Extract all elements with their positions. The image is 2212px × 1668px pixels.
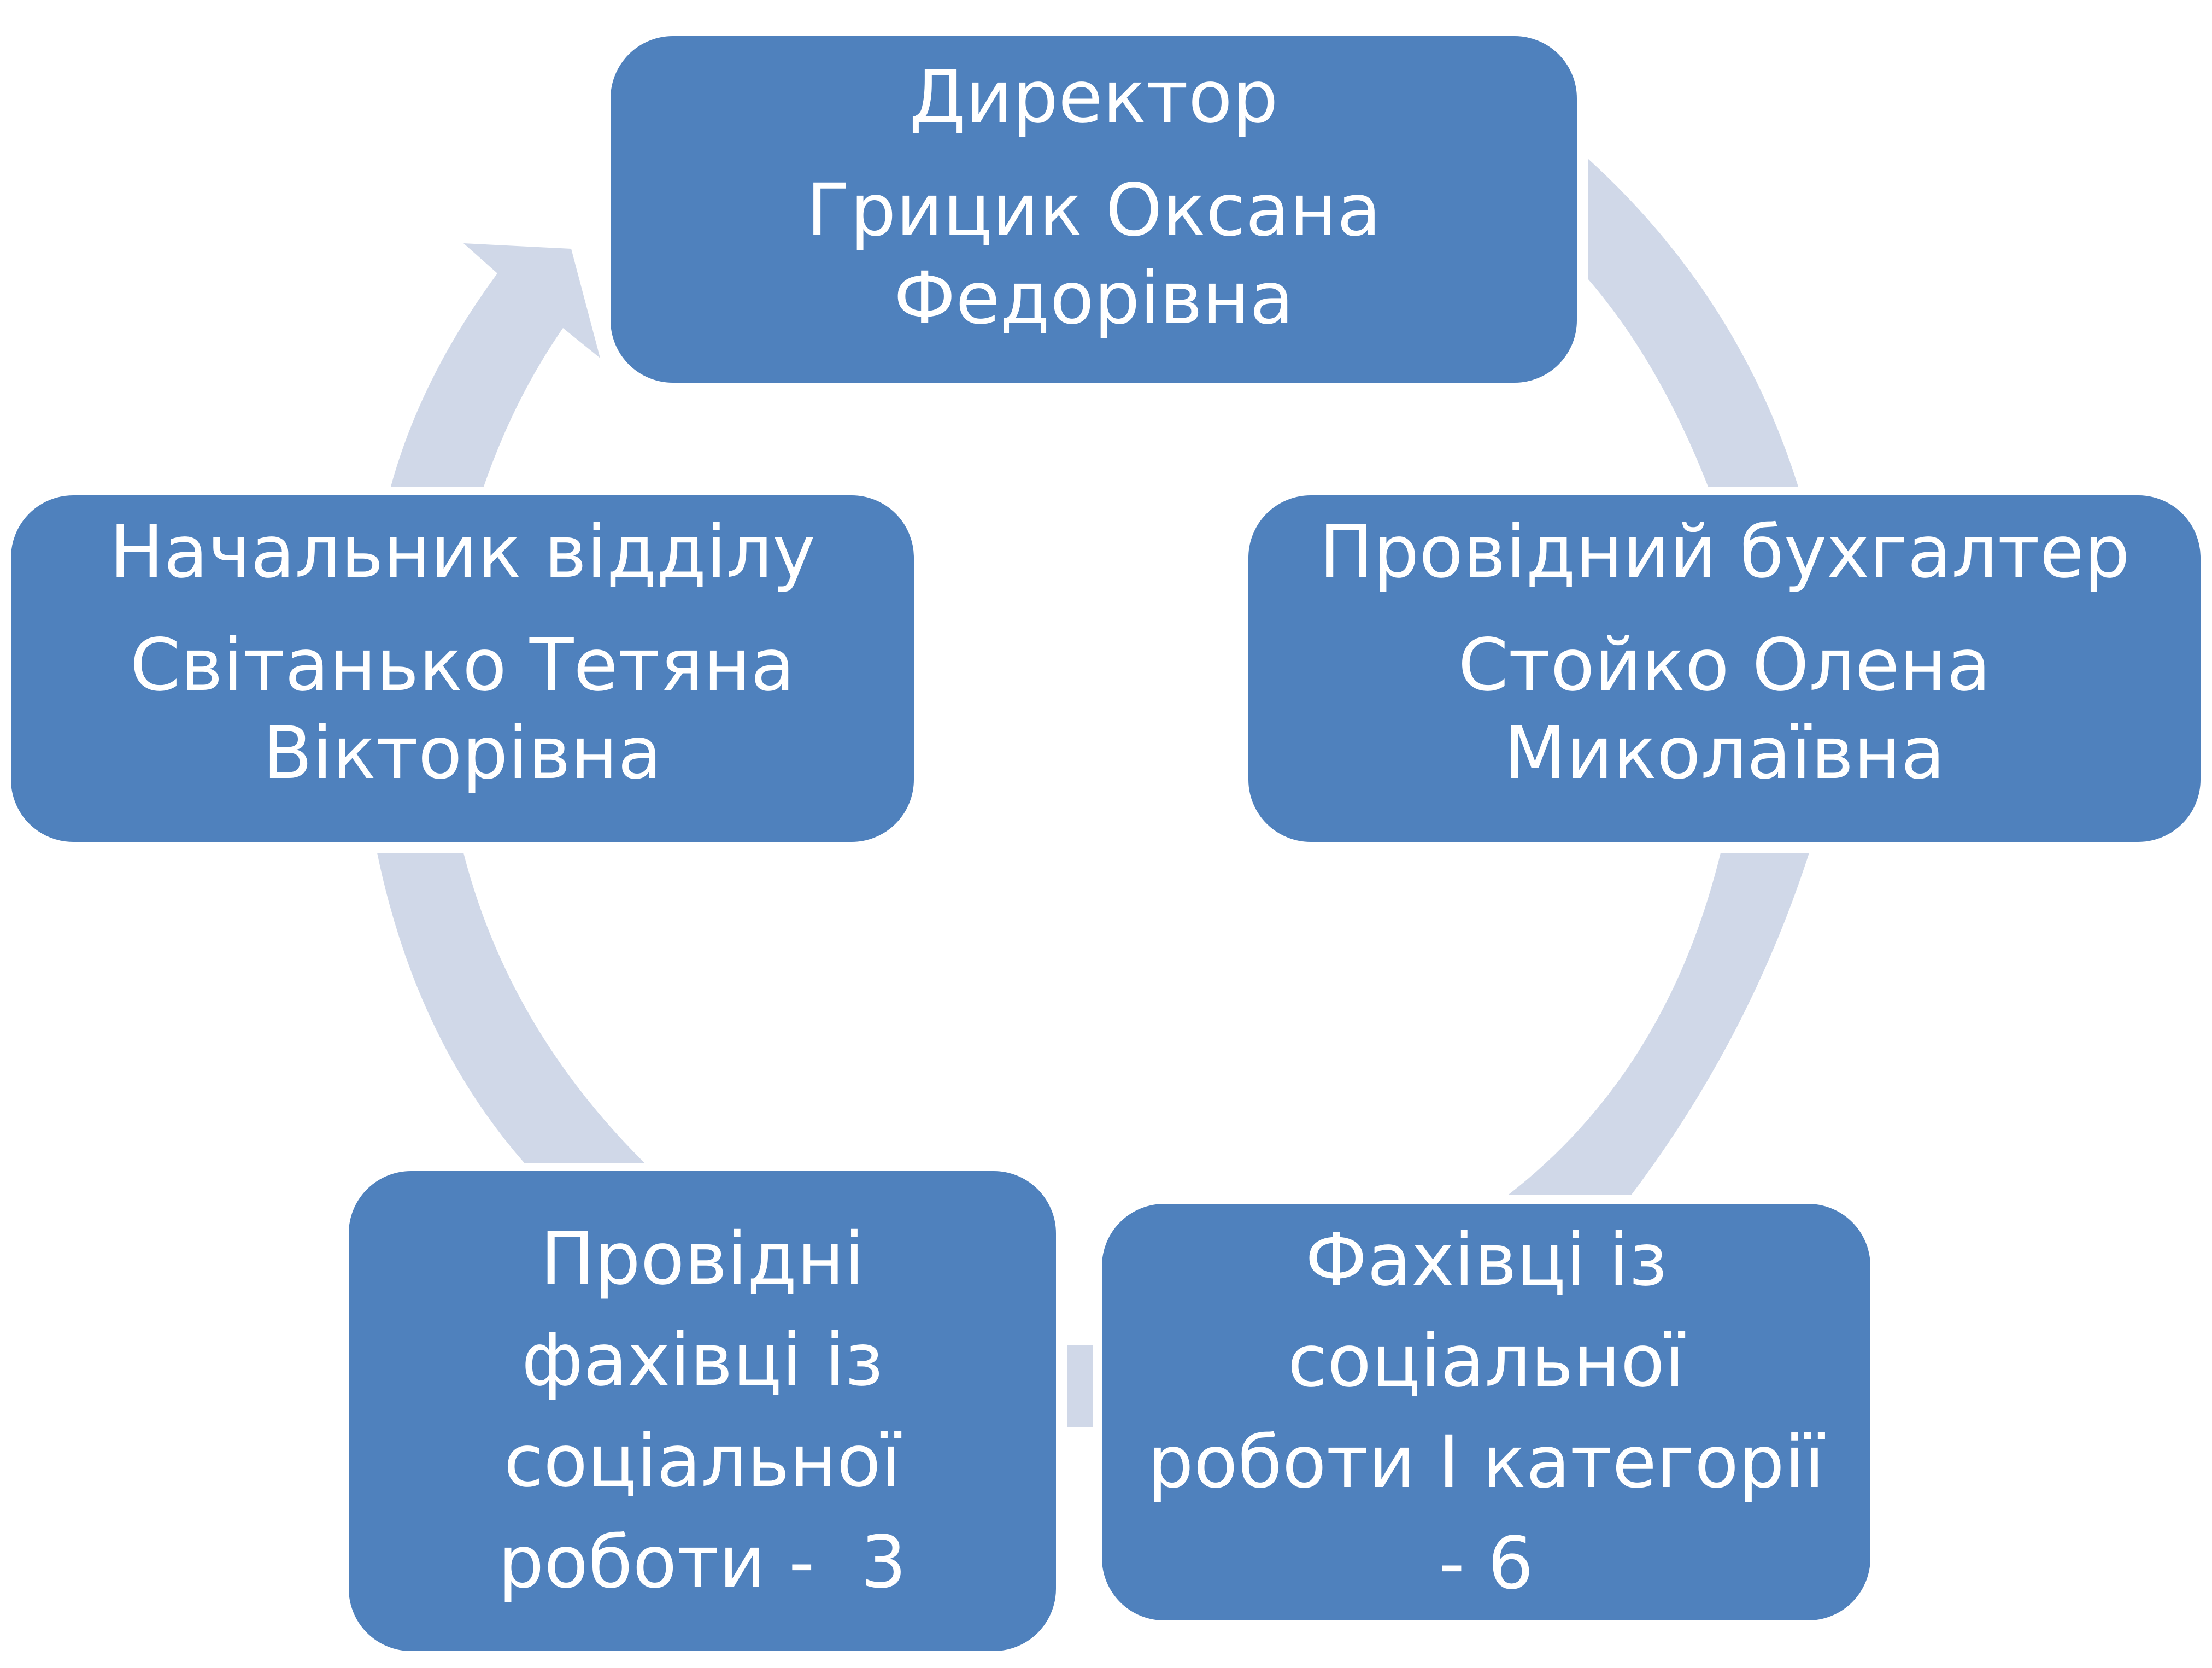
- accountant-name-line2: Миколаївна: [1504, 711, 1945, 796]
- arrow-director-to-accountant: [1588, 159, 1798, 487]
- lead-specialists-line2: фахівці із: [521, 1318, 883, 1403]
- accountant-role: Провідний бухгалтер: [1319, 510, 2130, 594]
- director-role: Директор: [909, 55, 1278, 139]
- lead-specialists-line1: Провідні: [540, 1217, 865, 1302]
- arrow-accountant-to-specialists: [1509, 853, 1809, 1195]
- director-name-line2: Федорівна: [893, 256, 1294, 341]
- specialists-box: Фахівці із соціальної роботи І категорії…: [1099, 1201, 1874, 1624]
- director-box: Директор Грицик Оксана Федорівна: [607, 33, 1580, 386]
- accountant-box: Провідний бухгалтер Стойко Олена Миколаї…: [1245, 492, 2204, 845]
- specialists-line2: соціальної: [1287, 1319, 1685, 1404]
- head-name-line1: Світанько Тетяна: [130, 623, 795, 708]
- director-name-line1: Грицик Оксана: [806, 168, 1381, 253]
- head-of-department-box: Начальник відділу Світанько Тетяна Вікто…: [8, 492, 917, 845]
- arrow-lead-to-head: [377, 853, 645, 1163]
- lead-specialists-box: Провідні фахівці із соціальної роботи - …: [345, 1168, 1059, 1654]
- specialists-line1: Фахівці із: [1305, 1218, 1668, 1303]
- lead-specialists-line4: роботи - 3: [498, 1520, 907, 1605]
- specialists-line3: роботи І категорії: [1147, 1420, 1825, 1505]
- head-role: Начальник відділу: [109, 510, 815, 594]
- arrow-specialists-to-lead: [1067, 1345, 1093, 1427]
- head-name-line2: Вікторівна: [262, 711, 662, 796]
- specialists-line4: - 6: [1439, 1521, 1534, 1606]
- lead-specialists-line3: соціальної: [503, 1419, 901, 1503]
- accountant-name-line1: Стойко Олена: [1458, 623, 1991, 708]
- arrow-head-to-director: [391, 243, 600, 487]
